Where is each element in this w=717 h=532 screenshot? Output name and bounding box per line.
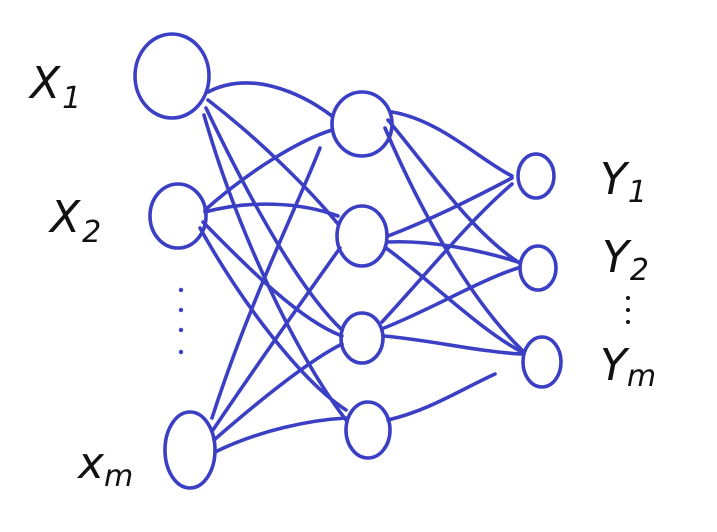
- input-label-m: xm: [76, 438, 133, 494]
- edge-h1-y3: [383, 126, 524, 352]
- edge-xm-h4: [213, 416, 348, 454]
- edge-h2-y1: [386, 176, 514, 238]
- output-label-1: Y1: [600, 154, 647, 210]
- input-labels: X1 X2 xm: [28, 58, 133, 494]
- edge-h1-y2: [386, 118, 520, 264]
- edge-x1-h1: [206, 81, 334, 118]
- output-label-2: Y2: [602, 232, 649, 288]
- hidden-node-3: [339, 311, 385, 365]
- input-hidden-edges: [198, 81, 348, 454]
- hidden-node-1: [330, 90, 394, 158]
- edge-xm-h3: [212, 342, 344, 442]
- output-node-m: [521, 335, 563, 389]
- input-node-1: [133, 32, 211, 120]
- edge-h3-y2: [382, 266, 520, 330]
- input-node-2: [148, 182, 208, 250]
- edge-h4-y3: [386, 372, 497, 422]
- input-ellipsis: [178, 287, 184, 355]
- edge-h1-y1: [390, 110, 514, 178]
- output-ellipsis: [626, 296, 630, 324]
- edge-xm-h2: [211, 246, 342, 432]
- input-label-1: X1: [28, 58, 81, 116]
- edge-x1-h4: [202, 113, 348, 422]
- edge-h2-y2: [386, 239, 520, 264]
- edge-x2-h3: [201, 220, 344, 338]
- output-labels: Y1 Y2 Ym: [600, 154, 656, 394]
- edge-h3-y1: [380, 182, 514, 324]
- edge-h2-y3: [384, 246, 524, 354]
- edge-x2-h4: [198, 226, 348, 412]
- hidden-layer: [330, 90, 394, 460]
- edge-x1-h3: [204, 106, 344, 332]
- edge-h3-y3: [382, 334, 524, 356]
- output-node-2: [518, 244, 558, 292]
- edge-x2-h1: [203, 128, 334, 212]
- hidden-output-edges: [380, 110, 524, 422]
- output-layer: [516, 152, 563, 389]
- edge-xm-h1: [210, 146, 322, 420]
- edge-x2-h2: [203, 202, 340, 218]
- hidden-node-4: [344, 400, 392, 460]
- output-label-m: Ym: [600, 340, 656, 394]
- input-label-2: X2: [48, 192, 101, 250]
- hidden-node-2: [335, 204, 389, 268]
- input-layer: [133, 32, 217, 490]
- input-node-m: [163, 410, 217, 490]
- output-node-1: [516, 152, 556, 200]
